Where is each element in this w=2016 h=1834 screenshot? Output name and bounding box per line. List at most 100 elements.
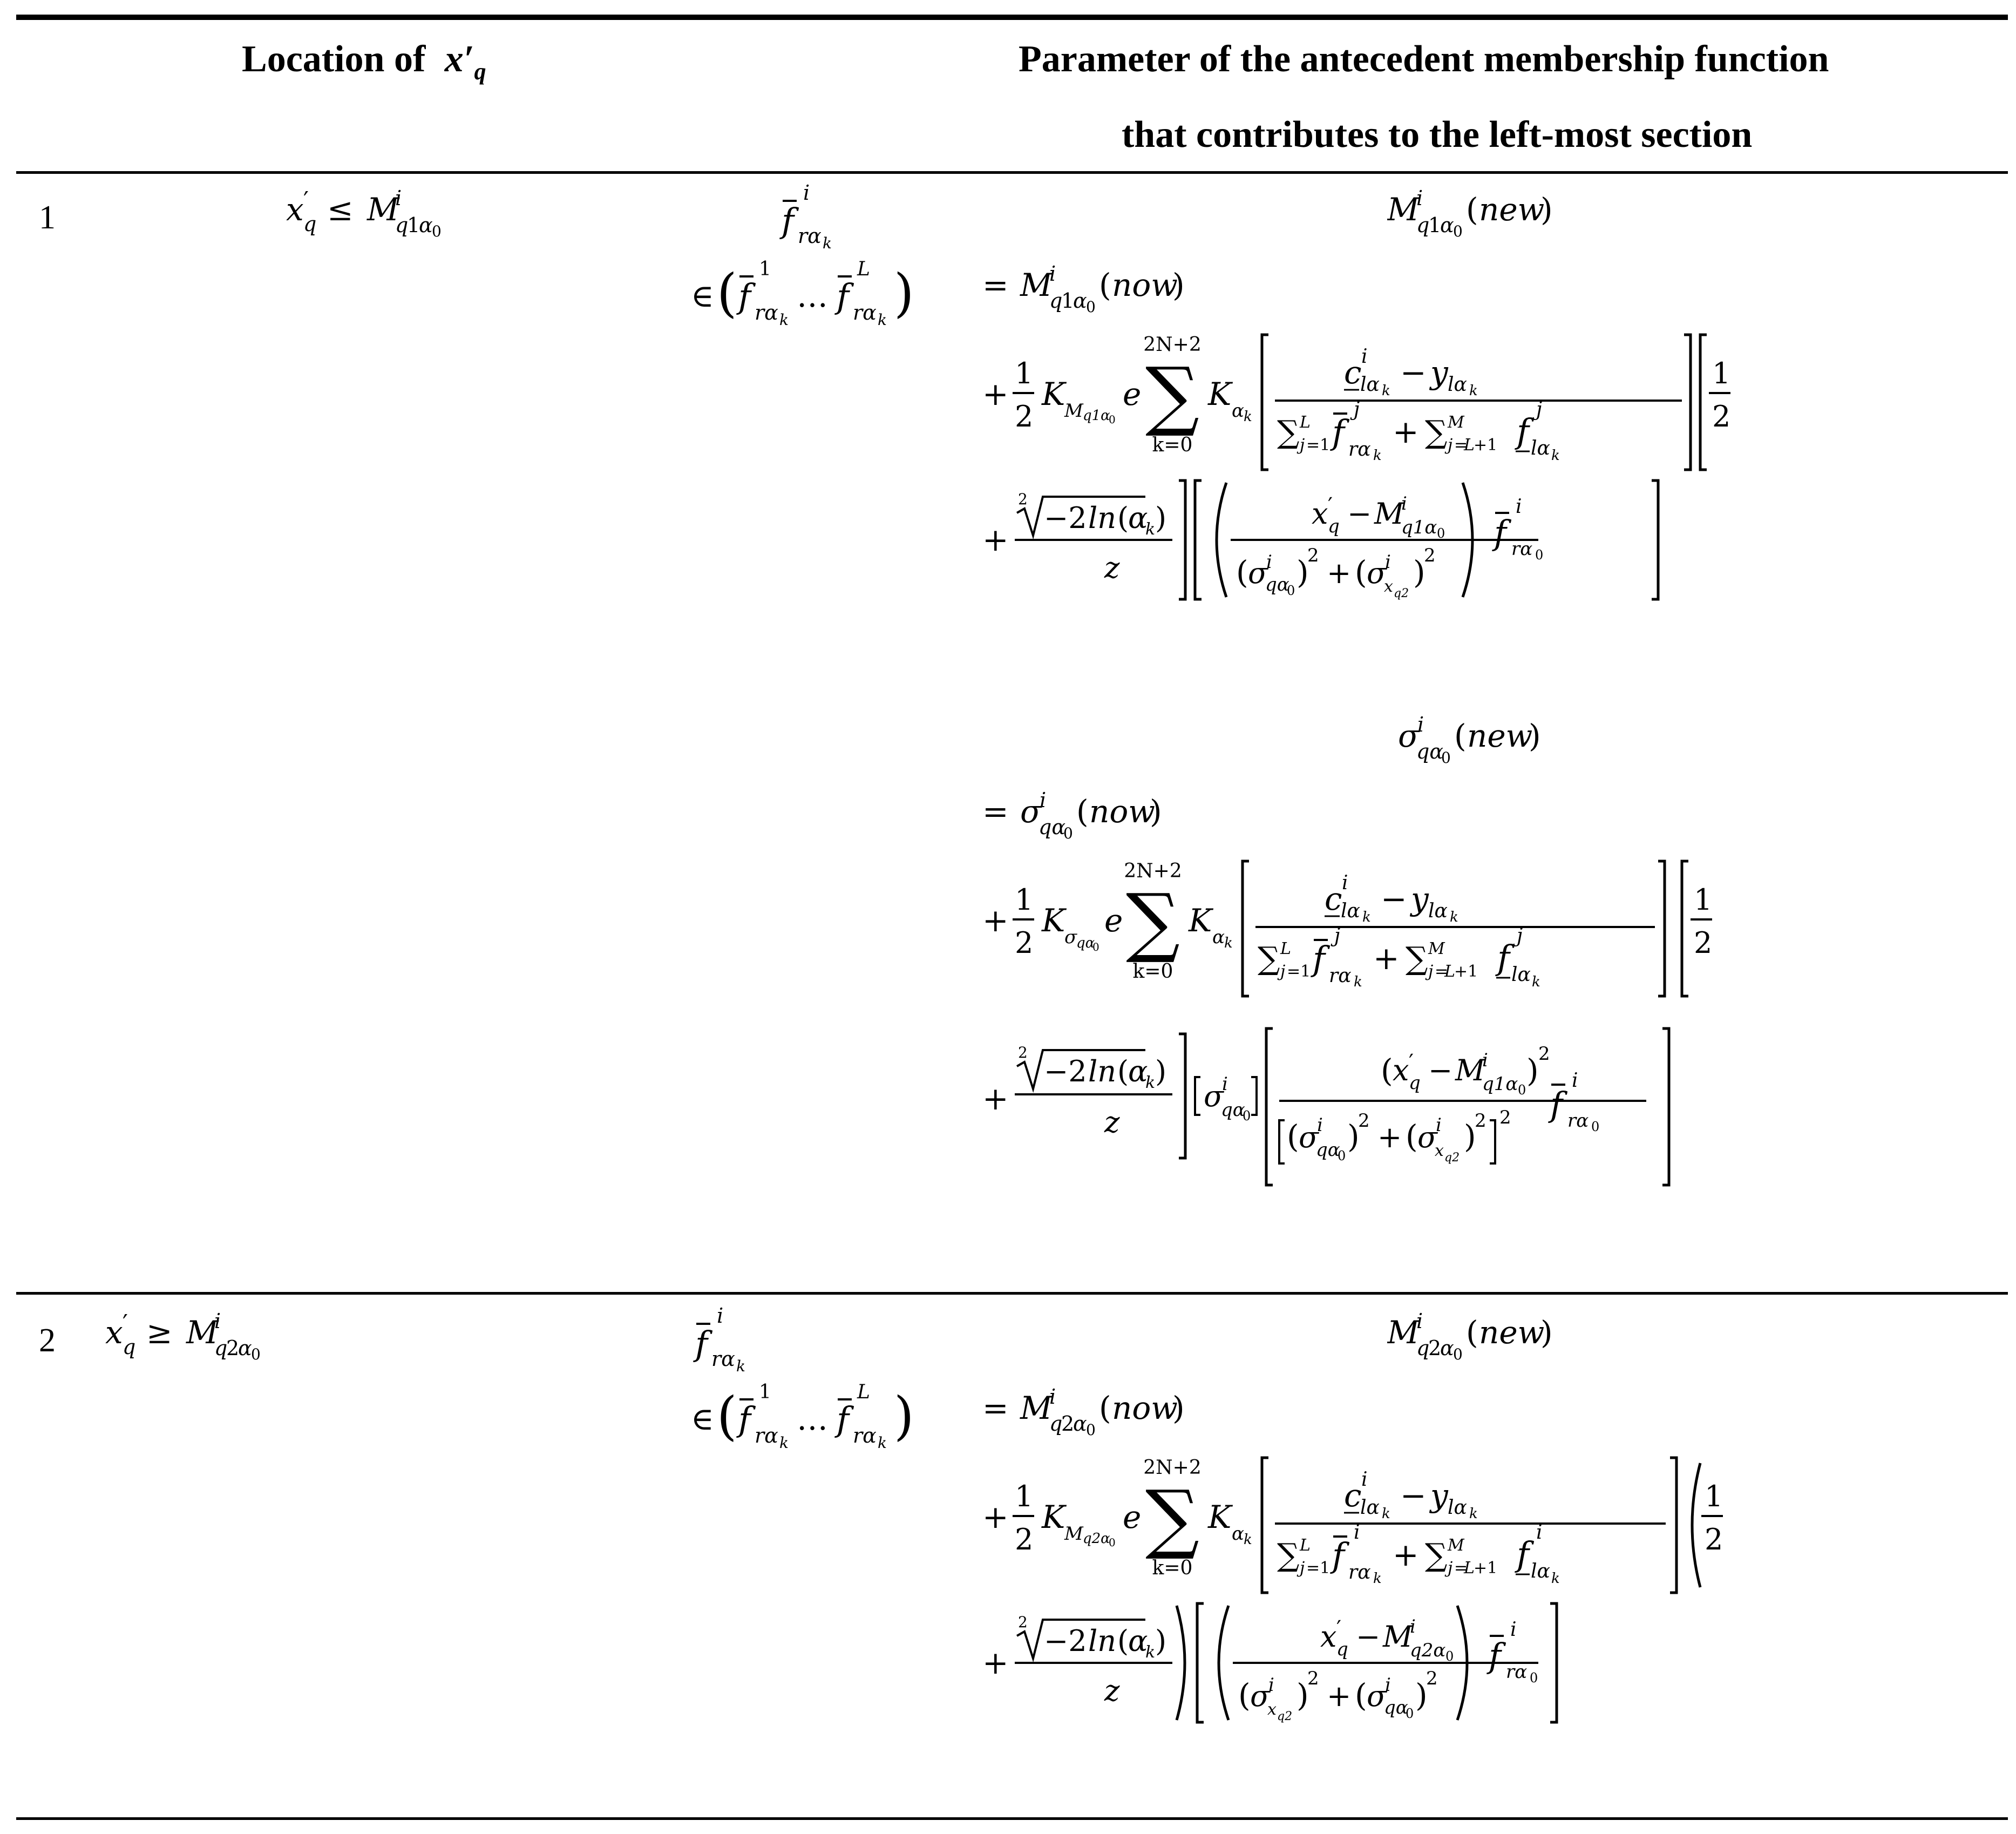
- svg-text:2: 2: [1018, 490, 1028, 508]
- svg-text:α: α: [1232, 1523, 1244, 1545]
- svg-text:(: (: [1099, 267, 1111, 303]
- svg-text:): ): [1529, 718, 1541, 754]
- svg-text:∈: ∈: [691, 1400, 714, 1437]
- row-1-eq-M-title: M i q 1 α 0 ( new ): [1387, 184, 1614, 243]
- svg-text:M: M: [1374, 497, 1405, 531]
- svg-text:k: k: [878, 311, 887, 329]
- svg-text:+: +: [1327, 556, 1351, 590]
- row-1-number: 1: [39, 199, 56, 236]
- svg-text:σ: σ: [1248, 556, 1269, 590]
- svg-text:K: K: [1207, 1499, 1233, 1535]
- svg-text:α: α: [1128, 501, 1148, 535]
- svg-text:k: k: [1145, 520, 1155, 539]
- svg-text:(: (: [1117, 1624, 1129, 1658]
- svg-text:M: M: [1387, 191, 1420, 228]
- svg-text:): ): [1297, 554, 1309, 591]
- svg-text:i: i: [1342, 872, 1348, 894]
- svg-text:1: 1: [759, 258, 771, 280]
- svg-text:k: k: [1373, 448, 1382, 464]
- svg-text:…: …: [797, 278, 828, 314]
- svg-text:∑: ∑: [1277, 1537, 1299, 1573]
- svg-text:0: 0: [1092, 940, 1099, 953]
- svg-text:): ): [1415, 1677, 1428, 1714]
- header-parameter-line1: Parameter of the antecedent membership f…: [1019, 38, 1829, 80]
- svg-text:f: f: [1330, 412, 1350, 452]
- svg-text:−: −: [1347, 497, 1372, 531]
- svg-text:∑: ∑: [1126, 878, 1180, 966]
- svg-text:k=0: k=0: [1152, 434, 1193, 456]
- svg-text:i: i: [1361, 346, 1368, 368]
- svg-text:+: +: [1393, 1537, 1419, 1573]
- svg-text:∑: ∑: [1258, 940, 1280, 977]
- svg-text:): ): [1347, 1118, 1360, 1155]
- svg-text:i: i: [1049, 262, 1056, 286]
- svg-text:k: k: [1244, 1532, 1252, 1548]
- svg-text:k: k: [779, 311, 789, 329]
- svg-text:rα: rα: [853, 1424, 877, 1447]
- svg-text:(: (: [1117, 501, 1129, 535]
- svg-text:rα: rα: [853, 301, 877, 324]
- svg-text:2: 2: [1018, 1044, 1028, 1061]
- svg-text:i: i: [1510, 1619, 1517, 1641]
- svg-text:): ): [1155, 1624, 1166, 1658]
- svg-text:−: −: [1381, 881, 1407, 917]
- svg-text:q: q: [1049, 289, 1062, 313]
- svg-text:i: i: [1385, 1674, 1391, 1696]
- svg-text:x: x: [105, 1314, 123, 1351]
- svg-text:new: new: [1479, 191, 1544, 228]
- svg-text:f: f: [834, 276, 854, 316]
- svg-text:q: q: [214, 1336, 227, 1360]
- svg-text:i: i: [1385, 551, 1391, 573]
- svg-text:0: 0: [1109, 413, 1116, 426]
- svg-text:j: j: [1513, 925, 1523, 947]
- svg-text:α: α: [1440, 1336, 1454, 1360]
- svg-text:1: 1: [759, 1381, 771, 1403]
- svg-text:L: L: [1444, 962, 1455, 981]
- svg-text:K: K: [1041, 902, 1067, 939]
- svg-text:+: +: [982, 376, 1009, 412]
- svg-text:y: y: [1429, 1477, 1449, 1514]
- svg-text:(: (: [1454, 718, 1467, 754]
- svg-text:ln: ln: [1088, 1054, 1116, 1088]
- svg-text:q2α: q2α: [1410, 1640, 1445, 1661]
- svg-text:−2: −2: [1044, 501, 1087, 535]
- svg-text:0: 0: [1441, 749, 1451, 767]
- svg-text:′: ′: [1328, 493, 1333, 518]
- svg-text:x: x: [286, 191, 304, 228]
- svg-text:L: L: [1299, 1536, 1311, 1555]
- row-2-eq-M-title: M i q 2 α 0 ( new ): [1387, 1307, 1614, 1366]
- svg-text:2: 2: [1015, 400, 1033, 434]
- svg-text:M: M: [366, 191, 400, 228]
- svg-text:0: 0: [1063, 824, 1073, 842]
- svg-text:q1α: q1α: [1083, 408, 1110, 424]
- svg-text:i: i: [1222, 1073, 1228, 1095]
- svg-text:M: M: [1020, 267, 1053, 303]
- svg-text:): ): [1155, 1054, 1166, 1088]
- svg-text:(: (: [1099, 1390, 1111, 1426]
- svg-text:now: now: [1112, 1390, 1178, 1426]
- svg-text:+1: +1: [1474, 436, 1497, 455]
- svg-text:e: e: [1123, 1499, 1141, 1535]
- svg-text:2: 2: [1015, 926, 1033, 960]
- svg-text:0: 0: [1243, 1108, 1251, 1124]
- svg-text:j: j: [1532, 398, 1542, 421]
- svg-text:x: x: [1312, 497, 1328, 531]
- svg-text:0: 0: [1109, 1536, 1116, 1549]
- svg-text:): ): [1413, 554, 1426, 591]
- svg-text:2: 2: [1712, 400, 1730, 434]
- svg-text:σ: σ: [1064, 926, 1077, 948]
- svg-text:1: 1: [1712, 356, 1730, 390]
- svg-text:2N+2: 2N+2: [1124, 860, 1182, 882]
- svg-text:i: i: [1516, 496, 1522, 518]
- svg-text:z: z: [1104, 1105, 1120, 1139]
- svg-text:c: c: [1344, 354, 1361, 391]
- svg-text:rα: rα: [798, 224, 822, 248]
- svg-text:q2: q2: [1394, 587, 1409, 600]
- svg-text:+: +: [982, 1644, 1009, 1681]
- svg-text:now: now: [1089, 793, 1155, 830]
- svg-text:0: 0: [1287, 583, 1295, 598]
- svg-text:f: f: [834, 1399, 854, 1439]
- svg-text:q: q: [1409, 1072, 1421, 1094]
- svg-text:qα: qα: [1384, 1697, 1408, 1718]
- svg-text:∑: ∑: [1277, 414, 1299, 450]
